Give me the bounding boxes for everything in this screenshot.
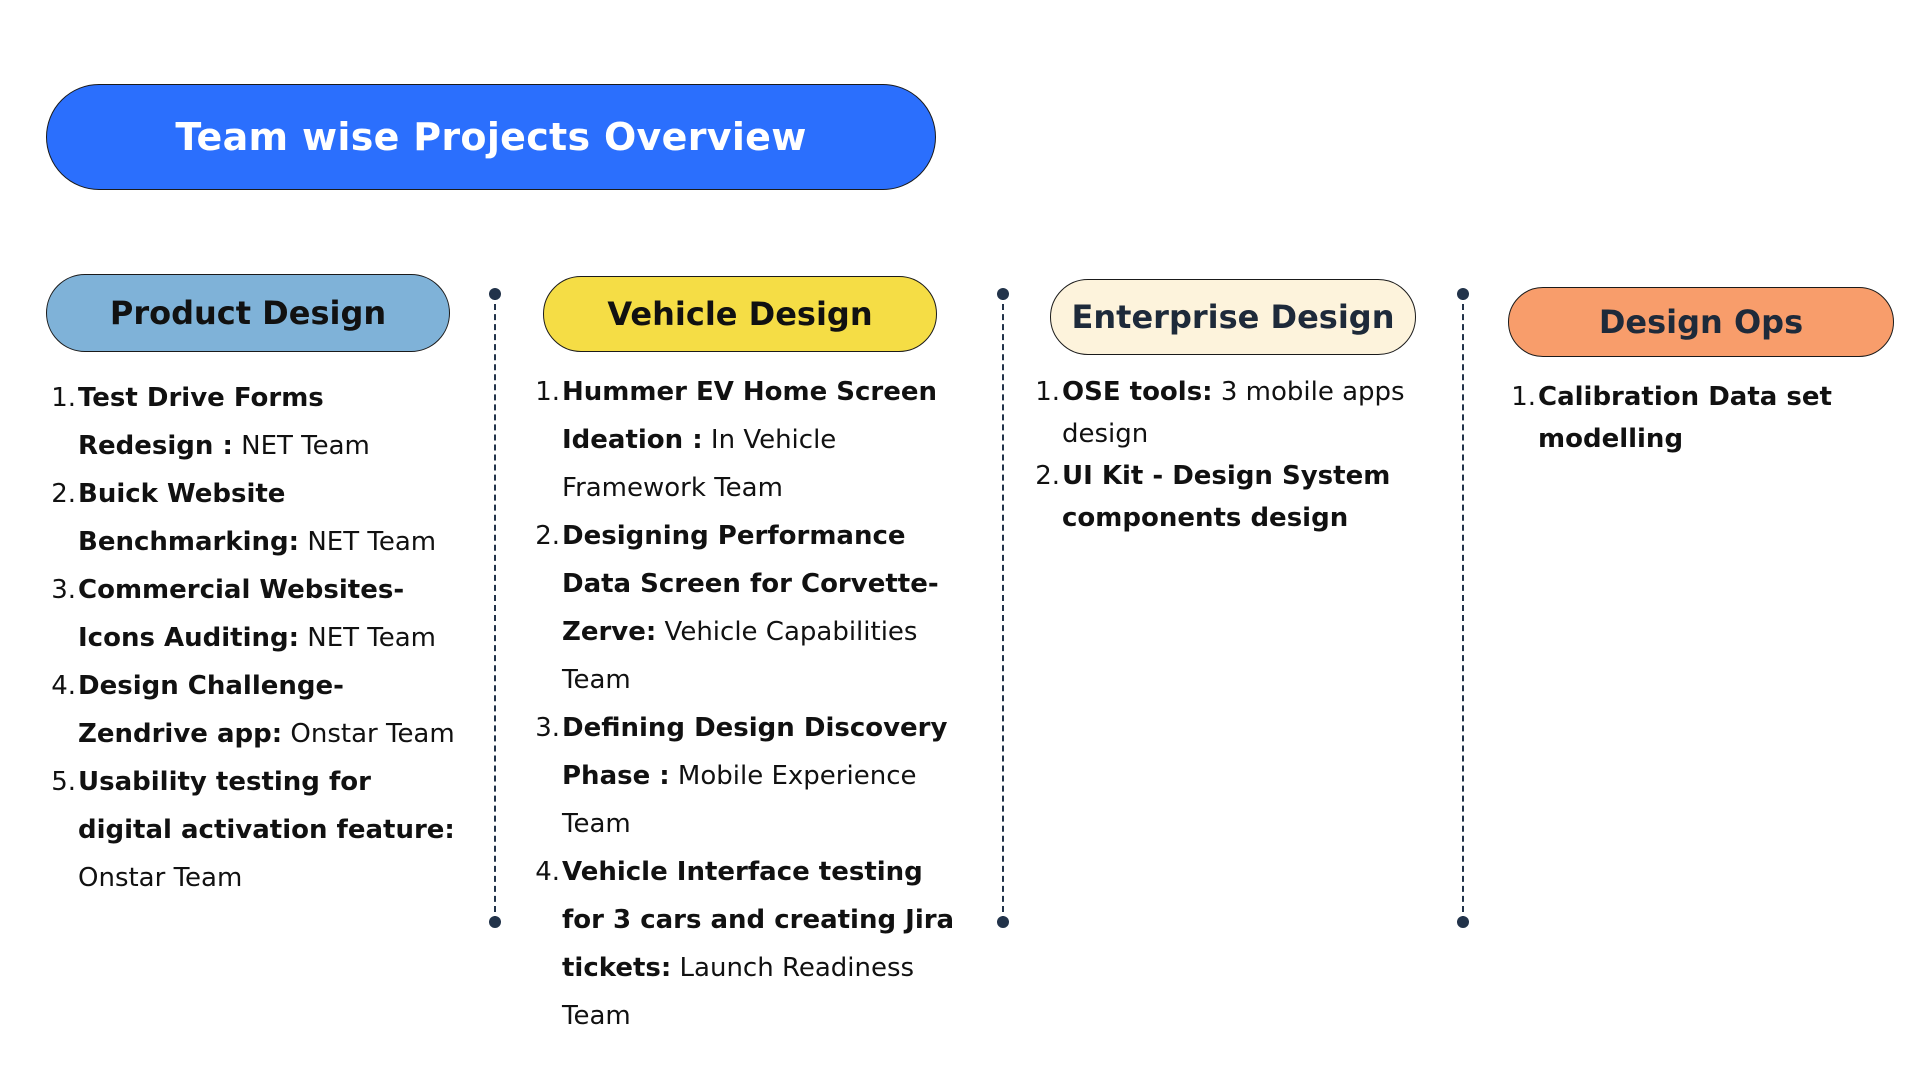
divider-dashed-line bbox=[494, 294, 496, 922]
list-item: 3. Defining Design Discovery Phase : Mob… bbox=[532, 704, 972, 848]
divider-dashed-line bbox=[1462, 294, 1464, 922]
project-title: Hummer EV Home Screen Ideation : bbox=[562, 377, 938, 455]
enterprise-design-header-label: Enterprise Design bbox=[1071, 298, 1395, 336]
project-title: Calibration Data set modelling bbox=[1538, 382, 1832, 454]
enterprise-design-list: 1. OSE tools: 3 mobile apps design 2. UI… bbox=[1032, 371, 1432, 539]
list-item: 4. Design Challenge-Zendrive app: Onstar… bbox=[48, 662, 468, 758]
project-title: Test Drive Forms Redesign : bbox=[78, 383, 324, 461]
divider-dot-bottom bbox=[1457, 916, 1469, 928]
project-title: Commercial Websites- Icons Auditing: bbox=[78, 575, 405, 653]
project-title: Design Challenge-Zendrive app: bbox=[78, 671, 344, 749]
list-item-number: 4. bbox=[535, 857, 560, 887]
team-name: NET Team bbox=[232, 431, 370, 461]
list-item-number: 4. bbox=[51, 671, 76, 701]
team-name: 3 mobile apps design bbox=[1062, 377, 1405, 449]
team-name: Mobile Experience Team bbox=[562, 761, 917, 839]
product-design-header: Product Design bbox=[46, 274, 450, 352]
list-item: 2. UI Kit - Design System components des… bbox=[1032, 455, 1432, 539]
divider-dot-bottom bbox=[997, 916, 1009, 928]
design-ops-header: Design Ops bbox=[1508, 287, 1894, 357]
team-name: Onstar Team bbox=[282, 719, 455, 749]
list-item-number: 1. bbox=[51, 383, 76, 413]
list-item-number: 1. bbox=[535, 377, 560, 407]
column-divider-1 bbox=[489, 288, 501, 928]
design-ops-header-label: Design Ops bbox=[1598, 303, 1804, 341]
design-ops-list: 1. Calibration Data set modelling bbox=[1508, 376, 1898, 460]
column-divider-2 bbox=[997, 288, 1009, 928]
list-item-number: 5. bbox=[51, 767, 76, 797]
list-item: 2. Designing Performance Data Screen for… bbox=[532, 512, 972, 704]
list-item-number: 1. bbox=[1511, 382, 1536, 412]
project-title: Defining Design Discovery Phase : bbox=[562, 713, 948, 791]
list-item-number: 3. bbox=[51, 575, 76, 605]
project-title: OSE tools: bbox=[1062, 377, 1213, 407]
divider-dashed-line bbox=[1002, 294, 1004, 922]
product-design-header-label: Product Design bbox=[109, 294, 387, 332]
product-design-list: 1. Test Drive Forms Redesign : NET Team … bbox=[48, 374, 468, 902]
list-item: 1. Calibration Data set modelling bbox=[1508, 376, 1898, 460]
list-item: 2. Buick Website Benchmarking: NET Team bbox=[48, 470, 468, 566]
project-title: Usability testing for digital activation… bbox=[78, 767, 455, 845]
list-item-number: 2. bbox=[51, 479, 76, 509]
team-name: NET Team bbox=[299, 623, 437, 653]
list-item: 3. Commercial Websites- Icons Auditing: … bbox=[48, 566, 468, 662]
team-name: In Vehicle Framework Team bbox=[562, 425, 837, 503]
vehicle-design-header-label: Vehicle Design bbox=[607, 295, 873, 333]
list-item-number: 1. bbox=[1035, 377, 1060, 407]
team-name: NET Team bbox=[299, 527, 437, 557]
list-item: 1. Hummer EV Home Screen Ideation : In V… bbox=[532, 368, 972, 512]
project-title: Buick Website Benchmarking: bbox=[78, 479, 300, 557]
list-item: 1. OSE tools: 3 mobile apps design bbox=[1032, 371, 1432, 455]
enterprise-design-header: Enterprise Design bbox=[1050, 279, 1416, 355]
team-name: Vehicle Capabilities Team bbox=[562, 617, 918, 695]
team-name: Onstar Team bbox=[78, 863, 243, 893]
list-item-number: 2. bbox=[535, 521, 560, 551]
page-title-banner: Team wise Projects Overview bbox=[46, 84, 936, 190]
team-name: Launch Readiness Team bbox=[562, 953, 915, 1031]
list-item-number: 3. bbox=[535, 713, 560, 743]
list-item: 4. Vehicle Interface testing for 3 cars … bbox=[532, 848, 972, 1040]
page-title: Team wise Projects Overview bbox=[175, 115, 807, 159]
vehicle-design-header: Vehicle Design bbox=[543, 276, 937, 352]
list-item: 1. Test Drive Forms Redesign : NET Team bbox=[48, 374, 468, 470]
vehicle-design-list: 1. Hummer EV Home Screen Ideation : In V… bbox=[532, 368, 972, 1040]
project-title: Vehicle Interface testing for 3 cars and… bbox=[562, 857, 955, 983]
list-item: 5. Usability testing for digital activat… bbox=[48, 758, 468, 902]
list-item-number: 2. bbox=[1035, 461, 1060, 491]
project-title: UI Kit - Design System components design bbox=[1062, 461, 1391, 533]
column-divider-3 bbox=[1457, 288, 1469, 928]
divider-dot-bottom bbox=[489, 916, 501, 928]
project-title: Designing Performance Data Screen for Co… bbox=[562, 521, 939, 647]
